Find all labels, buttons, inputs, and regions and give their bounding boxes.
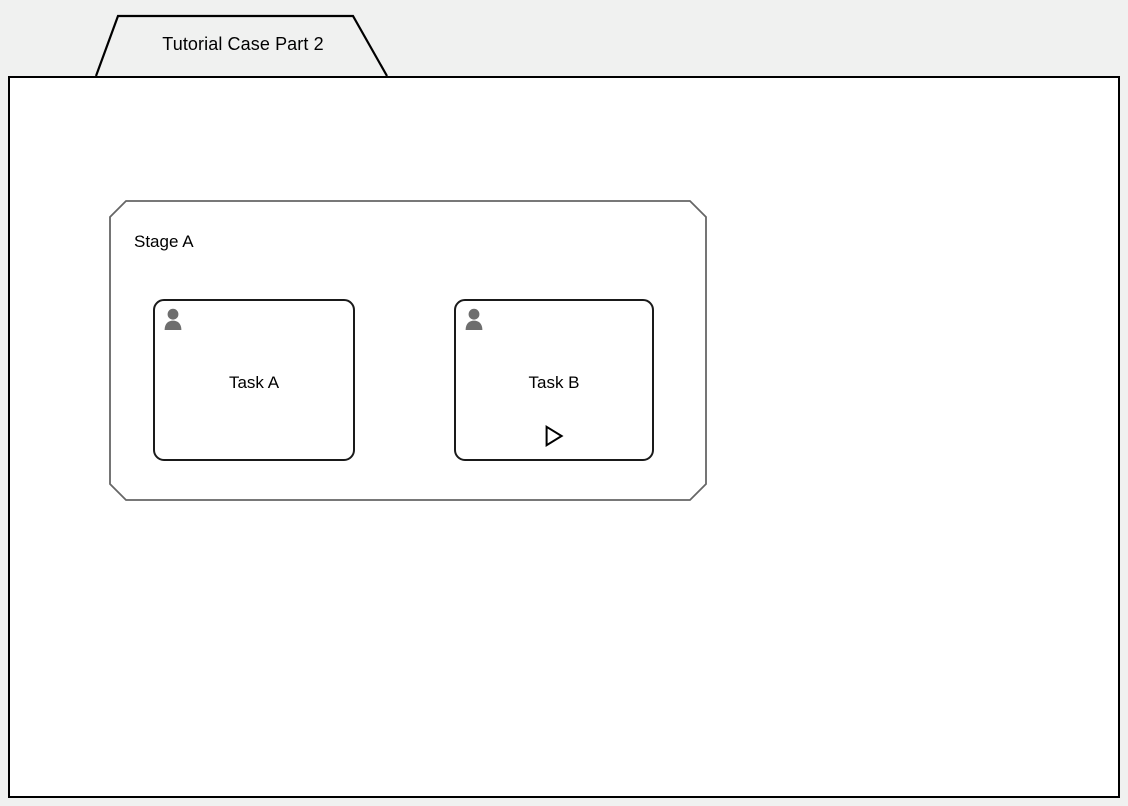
- person-icon: [164, 308, 182, 330]
- play-triangle-icon[interactable]: [544, 425, 564, 447]
- case-tab[interactable]: Tutorial Case Part 2: [88, 12, 396, 78]
- task-node-task-b[interactable]: Task B: [454, 299, 654, 461]
- task-label: Task B: [528, 373, 580, 392]
- stage-container-stage-a[interactable]: Stage A Task A Task B: [109, 200, 707, 501]
- task-node-task-a[interactable]: Task A: [153, 299, 355, 461]
- task-label: Task A: [228, 373, 280, 392]
- tab-label: Tutorial Case Part 2: [162, 33, 324, 54]
- diagram-canvas[interactable]: Stage A Task A Task B: [8, 76, 1120, 798]
- stage-title: Stage A: [134, 232, 194, 251]
- person-icon: [465, 308, 483, 330]
- tab-shape: [94, 14, 388, 77]
